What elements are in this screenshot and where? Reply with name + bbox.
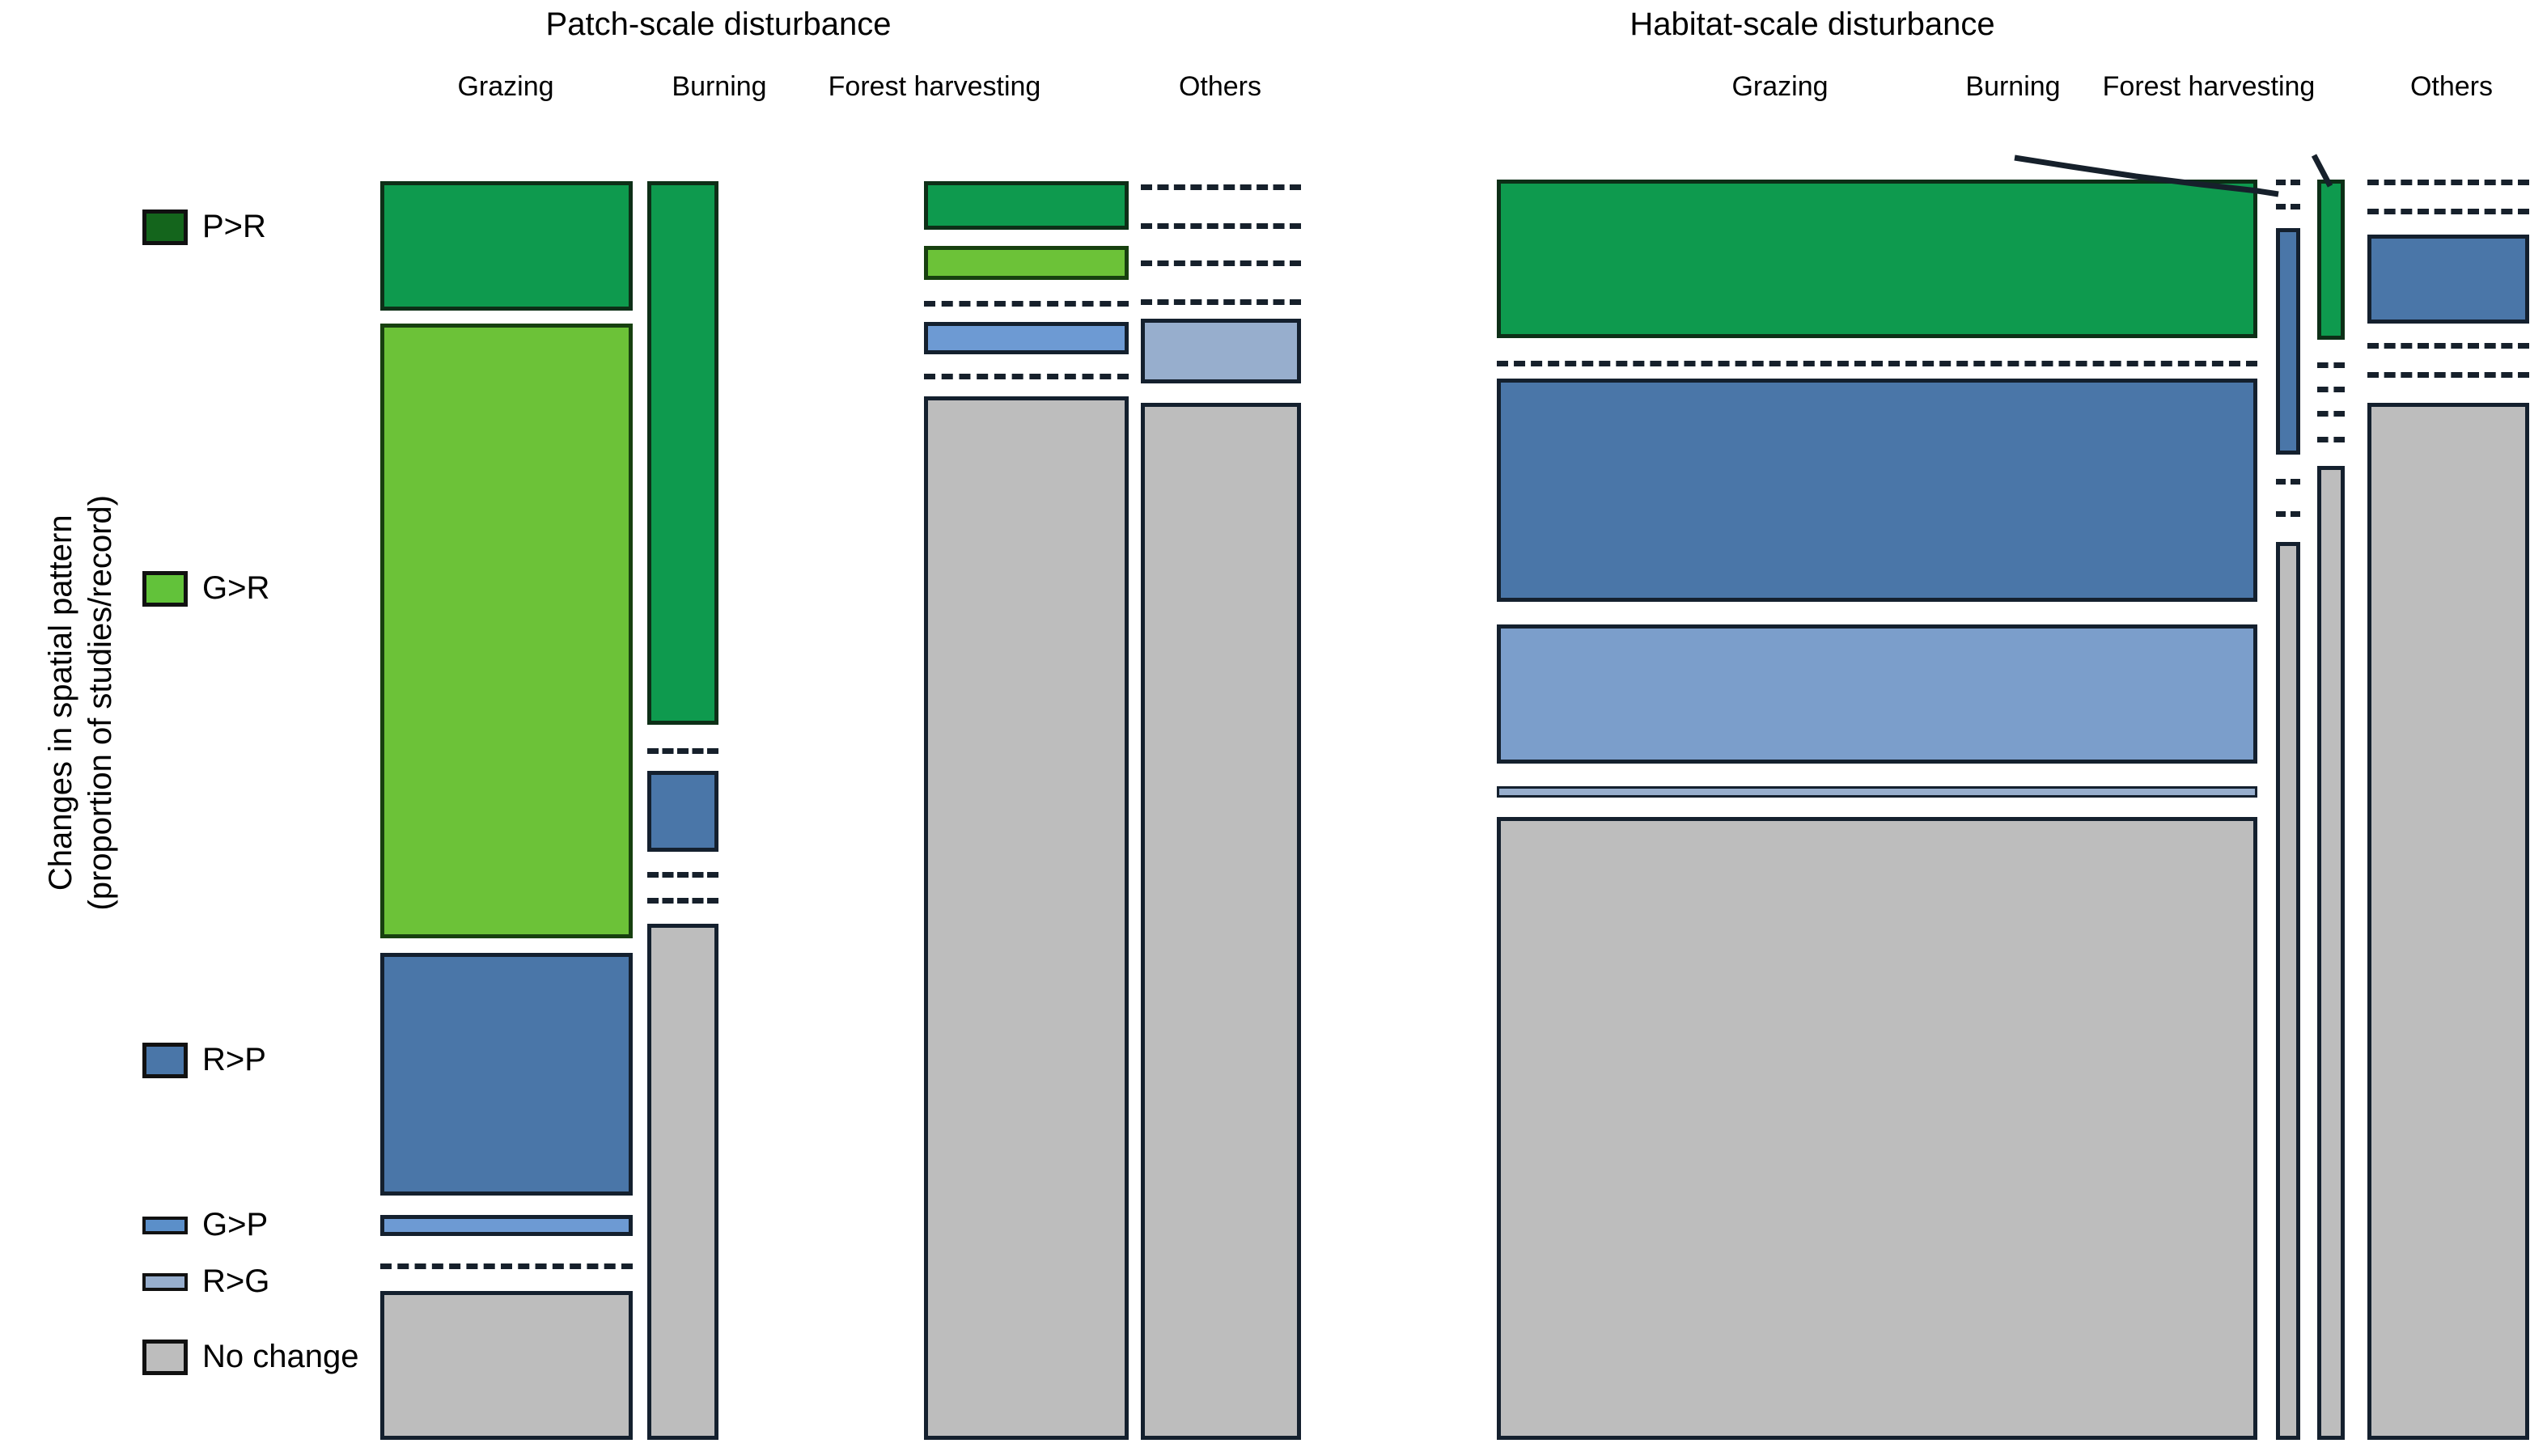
mosaic-cell-r-p[interactable] — [2367, 235, 2529, 324]
zero-cell-p-r — [2367, 180, 2529, 185]
zero-cell-g-r — [647, 748, 718, 754]
zero-cell-g-p — [1141, 299, 1301, 305]
zero-cell-r-g — [2367, 372, 2529, 378]
legend-item-label: G>R — [202, 570, 270, 606]
mosaic-cell-no-change[interactable] — [2276, 542, 2300, 1440]
column-header-burning: Burning — [672, 71, 767, 102]
y-axis-label-line1: Changes in spatial pattern — [43, 514, 79, 891]
zero-cell-r-p — [924, 301, 1129, 307]
legend-item-label: G>P — [202, 1207, 269, 1242]
zero-cell-g-p — [2317, 411, 2345, 417]
mosaic-cell-g-p[interactable] — [924, 322, 1129, 354]
legend-item-label: No change — [202, 1339, 359, 1374]
y-axis-label: Changes in spatial pattern (proportion o… — [41, 355, 121, 1051]
legend-swatch-icon — [142, 570, 188, 607]
zero-cell-p-r — [2276, 180, 2300, 185]
legend-item-no-change[interactable]: No change — [142, 1339, 358, 1375]
panel-title: Habitat-scale disturbance — [1629, 6, 1995, 42]
mosaic-cell-r-p[interactable] — [1497, 379, 2257, 602]
mosaic-cell-g-p[interactable] — [380, 1215, 633, 1236]
legend-item-label: R>G — [202, 1263, 270, 1299]
zero-cell-g-p — [2367, 343, 2529, 349]
y-axis-label-line2: (proportion of studies/record) — [83, 495, 118, 911]
zero-cell-g-p — [2276, 479, 2300, 485]
legend-item-r-p[interactable]: R>P — [142, 1042, 266, 1078]
mosaic-cell-no-change[interactable] — [1141, 403, 1301, 1440]
zero-cell-g-r — [2317, 362, 2345, 368]
zero-cell-p-r — [1141, 184, 1301, 190]
legend-item-p-r[interactable]: P>R — [142, 209, 266, 245]
mosaic-cell-g-r[interactable] — [924, 246, 1129, 280]
legend-swatch-icon — [142, 1339, 188, 1375]
mosaic-cell-no-change[interactable] — [2367, 403, 2529, 1440]
legend-item-label: R>P — [202, 1042, 266, 1077]
mosaic-cell-p-r[interactable] — [647, 181, 718, 725]
mosaic-cell-p-r[interactable] — [924, 181, 1129, 230]
mosaic-cell-no-change[interactable] — [924, 396, 1129, 1440]
column-header-forest-harvesting: Forest harvesting — [828, 71, 1041, 102]
legend-swatch-icon — [142, 209, 188, 245]
zero-cell-r-p — [1141, 260, 1301, 266]
legend-item-g-p[interactable]: G>P — [142, 1207, 268, 1243]
zero-cell-g-r — [1497, 361, 2257, 366]
zero-cell-r-p — [2317, 387, 2345, 392]
mosaic-cell-p-r[interactable] — [380, 181, 633, 311]
legend-swatch-icon — [142, 1042, 188, 1078]
zero-cell-r-g — [647, 898, 718, 904]
column-header-others: Others — [2409, 71, 2494, 102]
mosaic-cell-g-r[interactable] — [380, 324, 633, 938]
column-header-grazing: Grazing — [1731, 71, 1829, 102]
column-header-burning: Burning — [1965, 71, 2061, 102]
mosaic-cell-no-change[interactable] — [647, 924, 718, 1440]
legend: P>R G>R R>P G>P R>G No change — [142, 0, 385, 1456]
legend-item-r-g[interactable]: R>G — [142, 1263, 269, 1300]
mosaic-cell-no-change[interactable] — [1497, 817, 2257, 1440]
legend-item-g-r[interactable]: G>R — [142, 570, 269, 607]
mosaic-cell-no-change[interactable] — [2317, 466, 2345, 1440]
zero-cell-g-r — [1141, 223, 1301, 229]
mosaic-cell-g-p[interactable] — [1497, 624, 2257, 764]
legend-swatch-icon — [142, 1216, 188, 1234]
legend-item-label: P>R — [202, 209, 266, 244]
zero-cell-r-g — [2276, 511, 2300, 517]
column-header-others: Others — [1178, 71, 1262, 102]
mosaic-cell-no-change[interactable] — [380, 1291, 633, 1440]
zero-cell-g-r — [2276, 204, 2300, 210]
zero-cell-g-r — [2367, 209, 2529, 214]
mosaic-cell-r-p[interactable] — [380, 953, 633, 1196]
mosaic-cell-p-r[interactable] — [1497, 180, 2257, 338]
panel-title: Patch-scale disturbance — [545, 6, 892, 42]
column-header-grazing: Grazing — [457, 71, 554, 102]
zero-cell-r-g — [924, 374, 1129, 379]
legend-swatch-icon — [142, 1272, 188, 1291]
mosaic-cell-r-g[interactable] — [1497, 786, 2257, 798]
zero-cell-r-g — [380, 1263, 633, 1269]
mosaic-cell-r-g[interactable] — [1141, 319, 1301, 383]
zero-cell-g-p — [647, 872, 718, 878]
zero-cell-r-g — [2317, 437, 2345, 442]
mosaic-cell-p-r[interactable] — [2317, 180, 2345, 340]
column-header-forest-harvesting: Forest harvesting — [2102, 71, 2316, 102]
mosaic-cell-r-p[interactable] — [647, 771, 718, 852]
mosaic-cell-r-p[interactable] — [2276, 228, 2300, 455]
